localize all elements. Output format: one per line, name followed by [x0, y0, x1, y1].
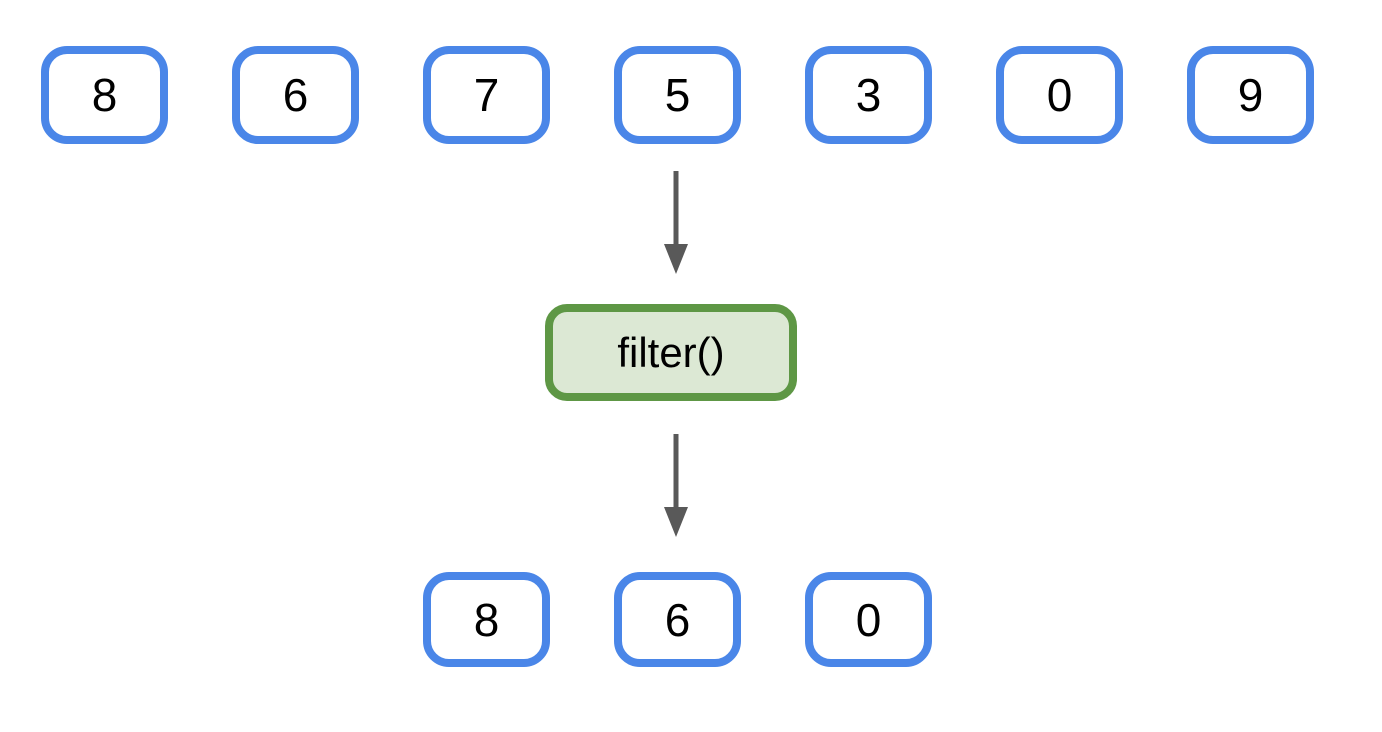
input-item-box: 0 — [996, 46, 1123, 144]
output-item-box: 6 — [614, 572, 741, 667]
output-item-box: 8 — [423, 572, 550, 667]
filter-function-box: filter() — [545, 304, 797, 401]
input-item-box: 9 — [1187, 46, 1314, 144]
filter-function-label: filter() — [617, 328, 725, 376]
input-item-box: 3 — [805, 46, 932, 144]
input-item-box: 7 — [423, 46, 550, 144]
output-item-box: 0 — [805, 572, 932, 667]
input-item-box: 5 — [614, 46, 741, 144]
input-array-row: 8 6 7 5 3 0 9 — [41, 46, 1314, 144]
input-item-box: 6 — [232, 46, 359, 144]
output-array-row: 8 6 0 — [423, 572, 932, 667]
input-item-box: 8 — [41, 46, 168, 144]
down-arrow-icon — [664, 171, 688, 274]
down-arrow-icon — [664, 434, 688, 537]
